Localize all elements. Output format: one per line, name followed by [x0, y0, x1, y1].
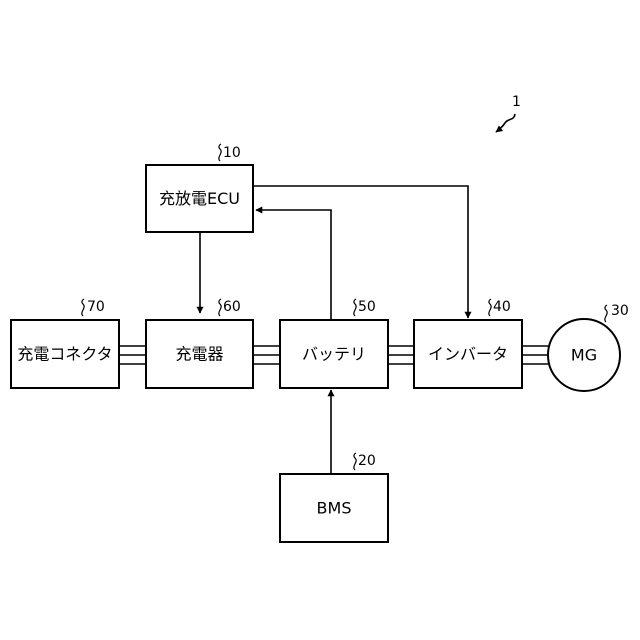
inverter-ref: 40 — [493, 299, 511, 315]
block-bms: BMS 20 — [280, 453, 388, 542]
block-battery: バッテリ 50 — [280, 299, 388, 388]
charger-ref-leader — [219, 299, 221, 316]
block-mg: MG 30 — [548, 303, 629, 391]
mg-ref: 30 — [611, 303, 629, 319]
mg-label: MG — [571, 346, 597, 365]
battery-ref: 50 — [358, 299, 376, 315]
mg-ref-leader — [605, 305, 607, 322]
connector-charger-link — [119, 346, 146, 364]
connector-ref: 70 — [87, 299, 105, 315]
battery-ref-leader — [354, 299, 356, 316]
figure-reference-arrow — [496, 114, 515, 132]
bms-label: BMS — [317, 499, 352, 518]
ecu-ref-leader — [219, 144, 221, 161]
figure-reference: 1 — [496, 94, 521, 132]
ecu-label: 充放電ECU — [159, 189, 240, 208]
battery-to-ecu-arrow — [256, 210, 331, 320]
inverter-ref-leader — [489, 299, 491, 316]
inverter-label: インバータ — [428, 345, 508, 364]
charger-battery-link — [253, 346, 280, 364]
bms-ref: 20 — [358, 453, 376, 469]
charger-label: 充電器 — [175, 345, 223, 364]
bms-ref-leader — [354, 453, 356, 470]
battery-label: バッテリ — [302, 345, 366, 364]
battery-inverter-link — [388, 346, 414, 364]
ecu-ref: 10 — [223, 145, 241, 161]
connector-ref-leader — [82, 299, 84, 316]
block-ecu: 充放電ECU 10 — [146, 144, 253, 232]
block-connector: 充電コネクタ 70 — [11, 299, 119, 388]
connector-label: 充電コネクタ — [17, 345, 112, 364]
figure-number: 1 — [512, 94, 521, 110]
charger-ref: 60 — [223, 299, 241, 315]
